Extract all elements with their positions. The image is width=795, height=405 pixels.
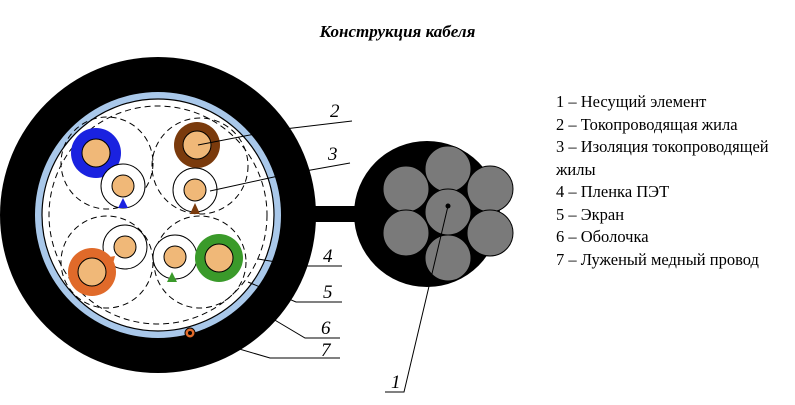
messenger-strand-center: [424, 188, 472, 236]
legend-item: 4 – Пленка ПЭТ: [556, 182, 670, 201]
callout-3: 3: [327, 144, 338, 165]
callout-7: 7: [321, 340, 332, 361]
callout-2: 2: [330, 101, 340, 122]
leader-line-4: [257, 258, 342, 267]
conductor: [111, 174, 135, 198]
legend-item: 3 – Изоляция токопроводящей жилы: [556, 137, 769, 179]
messenger-strand: [466, 209, 514, 257]
stripe-marker-brown: [190, 203, 200, 214]
conductor: [81, 138, 111, 168]
pair-boundary-blue: [60, 116, 154, 210]
messenger-strand: [382, 165, 430, 213]
conductor: [183, 178, 207, 202]
legend-item: 7 – Луженый медный провод: [556, 249, 759, 269]
legend-item: 2 – Токопроводящая жила: [556, 114, 738, 134]
film-dashed-boundary: [48, 105, 268, 325]
legend-item: 6 – Оболочка: [556, 227, 649, 246]
messenger-strand: [466, 165, 514, 213]
conductor: [182, 130, 212, 160]
conductor: [163, 245, 187, 269]
conductor: [204, 243, 234, 273]
pair-blue: [71, 128, 146, 209]
pair-brown: [172, 122, 220, 214]
legend-item: 5 – Экран: [556, 204, 625, 224]
leader-line-5: [247, 281, 342, 303]
leader-line-1: [385, 205, 449, 393]
callout-6: 6: [321, 318, 331, 339]
stripe-marker-blue: [118, 198, 128, 208]
stripe-marker-green: [167, 272, 177, 282]
legend-item: 1 – Несущий элемент: [556, 92, 707, 111]
messenger-strand: [424, 145, 472, 193]
leader-line-7: [194, 335, 340, 359]
messenger-strand: [382, 209, 430, 257]
drain-wire-core: [188, 331, 192, 335]
messenger-strand: [424, 234, 472, 282]
pair-green: [152, 234, 243, 282]
pair-boundary-orange: [60, 215, 154, 309]
callout-1: 1: [391, 372, 401, 393]
conductor: [113, 235, 137, 259]
main-cable: [0, 57, 316, 373]
leader-lines: [194, 120, 449, 393]
conductor: [77, 257, 107, 287]
diagram-title: Конструкция кабеля: [319, 22, 476, 41]
pair-orange: [68, 224, 148, 296]
leader-line-3: [209, 162, 351, 192]
leader-line-2: [197, 120, 353, 146]
leader-line-6: [267, 315, 340, 339]
legend: 1 – Несущий элемент 2 – Токопроводящая ж…: [556, 91, 791, 271]
callout-5: 5: [323, 282, 333, 303]
messenger: [354, 141, 514, 287]
callout-4: 4: [323, 246, 333, 267]
